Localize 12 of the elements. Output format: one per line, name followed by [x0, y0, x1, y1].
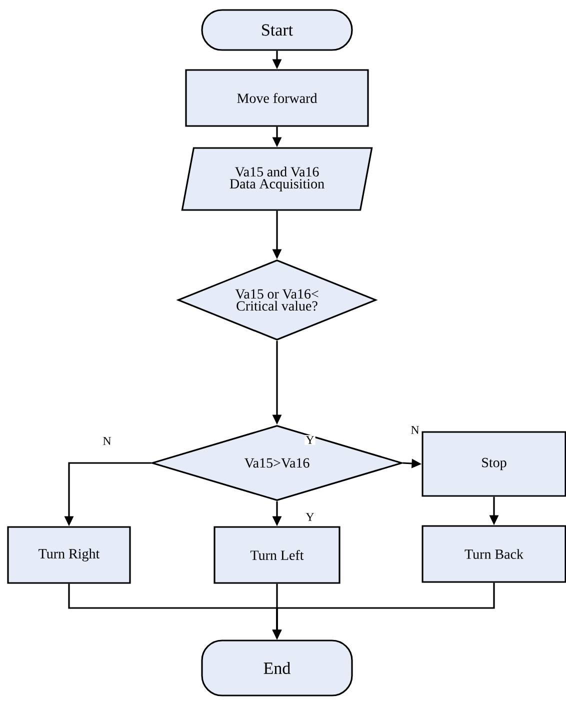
process-box: Move forward — [185, 69, 369, 127]
process-box: Turn Right — [7, 526, 131, 584]
edge-label: N — [410, 425, 420, 435]
edge-label: N — [102, 436, 112, 446]
start-terminal: Start — [201, 9, 353, 51]
process-box: Turn Back — [422, 525, 566, 583]
process-box: Turn Left — [214, 526, 340, 584]
edge-label: Y — [304, 512, 316, 522]
process-box: Stop — [422, 431, 566, 497]
end-terminal: End — [201, 640, 353, 696]
input-parallelogram: Va15 and Va16 Data Acquisition — [181, 147, 373, 211]
edge-label: Y — [304, 435, 316, 445]
